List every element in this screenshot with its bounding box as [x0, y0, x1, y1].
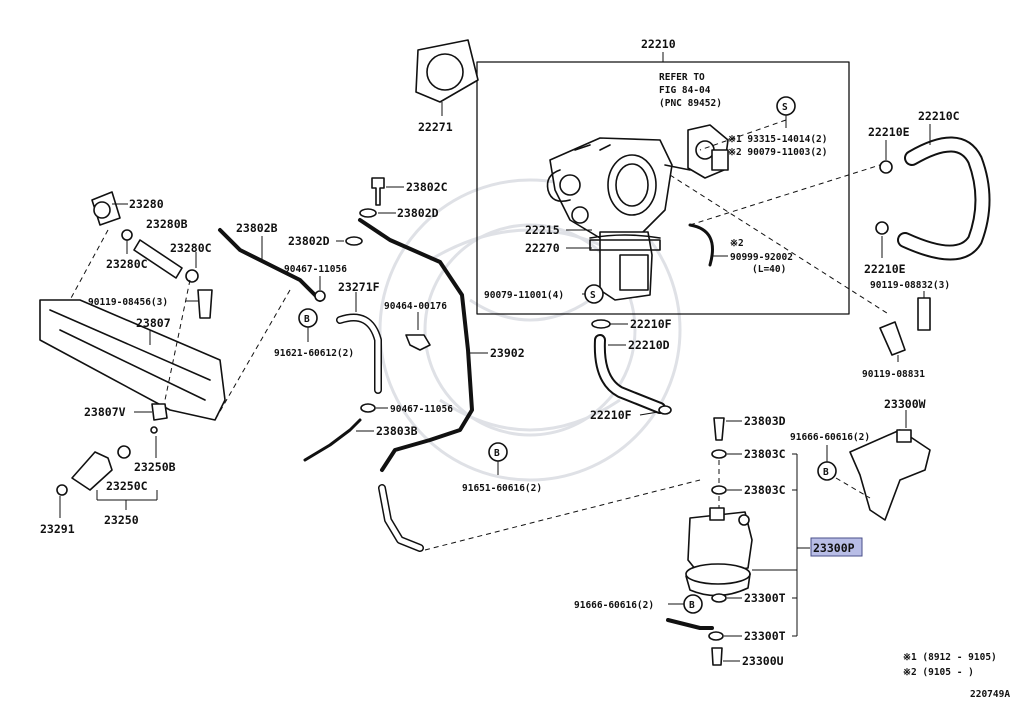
part-23807-label[interactable]: 23807: [136, 316, 171, 330]
hose-22210d-group: 22210F 22210D 22210F: [590, 317, 672, 422]
part-22271-label[interactable]: 22271: [418, 120, 453, 134]
part-22210f-bottom-label[interactable]: 22210F: [590, 408, 632, 422]
s-mark-1: S: [782, 102, 788, 113]
refer-line-3: (PNC 89452): [659, 98, 722, 109]
part-23802c-label[interactable]: 23802C: [406, 180, 448, 194]
part-22210f-top-label[interactable]: 22210F: [630, 317, 672, 331]
tps-screw-alt-label[interactable]: ※2 90079-11003(2): [728, 147, 827, 158]
part-23280b-label[interactable]: 23280B: [146, 217, 188, 231]
union-23803b-drawing: [303, 418, 362, 462]
injector-23250-drawing: [71, 451, 113, 491]
part-23300u-label[interactable]: 23300U: [742, 654, 784, 668]
part-22210e-top-label[interactable]: 22210E: [868, 125, 910, 139]
regulator-23300p-drawing: [687, 511, 753, 576]
part-23300t-bottom-label[interactable]: 23300T: [744, 629, 786, 643]
pipe-23802b-drawing: [218, 228, 322, 302]
footnote-2: ※2 (9105 - ): [903, 667, 974, 678]
part-23300p-highlight[interactable]: [810, 537, 863, 557]
part-23802b-label[interactable]: 23802B: [236, 221, 278, 235]
part-90119-08456-label[interactable]: 90119-08456(3): [88, 297, 168, 308]
gasket-22271-group: 22271: [415, 39, 479, 134]
part-23280c-right-label[interactable]: 23280C: [170, 241, 212, 255]
part-90119-08832-label[interactable]: 90119-08832(3): [870, 280, 950, 291]
part-23902-label[interactable]: 23902: [490, 346, 525, 360]
b-mark-1: B: [304, 314, 310, 325]
watermark-emblem: [378, 178, 682, 482]
part-23803c-bottom-label[interactable]: 23803C: [744, 483, 786, 497]
part-22210d-label[interactable]: 22210D: [628, 338, 670, 352]
part-23300w-label[interactable]: 23300W: [884, 397, 926, 411]
pressure-regulator-group: 23803D 23803C 23803C 23300W B 91666-6061…: [574, 397, 931, 668]
part-23803d-label[interactable]: 23803D: [744, 414, 786, 428]
pipe-23902-drawing: [358, 218, 474, 472]
part-23250-label[interactable]: 23250: [104, 513, 139, 527]
part-23271f-label[interactable]: 23271F: [338, 280, 380, 294]
part-22210e-bottom-label[interactable]: 22210E: [864, 262, 906, 276]
part-90467-11056-top-label[interactable]: 90467-11056: [284, 264, 347, 275]
note-2-marker: ※2: [730, 238, 744, 249]
bracket-23300w-drawing: [849, 429, 931, 521]
part-23803b-label[interactable]: 23803B: [376, 424, 418, 438]
part-91621-60612-label[interactable]: 91621-60612(2): [274, 348, 354, 359]
part-90999-92002-label[interactable]: 90999-92002: [730, 252, 793, 263]
part-23250b-label[interactable]: 23250B: [134, 460, 176, 474]
part-23280c-left-label[interactable]: 23280C: [106, 257, 148, 271]
delivery-pipe-23807-drawing: [39, 299, 226, 421]
part-22215-label[interactable]: 22215: [525, 223, 560, 237]
tps-screw-label[interactable]: ※1 93315-14014(2): [728, 134, 827, 145]
hose-length-label: (L=40): [752, 264, 786, 275]
part-23802d-top-label[interactable]: 23802D: [397, 206, 439, 220]
b-mark-2: B: [494, 448, 500, 459]
part-23803c-top-label[interactable]: 23803C: [744, 447, 786, 461]
hose-22210c-group: 22210C 22210E 22210E 90119-08832(3) 9011…: [862, 109, 991, 380]
footnote-1: ※1 (8912 - 9105): [903, 652, 997, 663]
refer-line-1: REFER TO: [659, 72, 705, 83]
part-91651-60616-label[interactable]: 91651-60616(2): [462, 483, 542, 494]
part-90464-00176-label[interactable]: 90464-00176: [384, 301, 447, 312]
hose-23280b-drawing: [133, 239, 183, 279]
s-mark-2: S: [590, 290, 596, 301]
part-91666-60616-top-label[interactable]: 91666-60616(2): [790, 432, 870, 443]
part-23280-label[interactable]: 23280: [129, 197, 164, 211]
part-23250c-label[interactable]: 23250C: [106, 479, 148, 493]
part-22210-label[interactable]: 22210: [641, 37, 676, 51]
b-mark-4: B: [689, 600, 695, 611]
part-23291-label[interactable]: 23291: [40, 522, 75, 536]
part-23300p-label[interactable]: 23300P: [813, 541, 855, 555]
part-22210c-label[interactable]: 22210C: [918, 109, 960, 123]
refer-line-2: FIG 84-04: [659, 85, 711, 96]
part-91666-60616-bottom-label[interactable]: 91666-60616(2): [574, 600, 654, 611]
part-90079-11001-label[interactable]: 90079-11001(4): [484, 290, 564, 301]
b-mark-3: B: [823, 467, 829, 478]
part-23802d-bottom-label[interactable]: 23802D: [288, 234, 330, 248]
part-23807v-label[interactable]: 23807V: [84, 405, 126, 419]
fuel-pipe-group: 23802B 23802C 23802D 23802D 90467-11056 …: [218, 177, 701, 552]
figure-number: 220749A: [970, 689, 1010, 700]
part-23300t-top-label[interactable]: 23300T: [744, 591, 786, 605]
gasket-22271-drawing: [415, 39, 479, 103]
part-22270-label[interactable]: 22270: [525, 241, 560, 255]
fuel-rail-group: 23280 23280C 23280B 23280C 90119-08456(3…: [39, 191, 291, 536]
throttle-body-group: 22210 REFER TO FIG 84-04 (PNC 89452) S ※…: [476, 37, 891, 316]
part-90467-11056-bottom-label[interactable]: 90467-11056: [390, 404, 453, 415]
part-90119-08831-label[interactable]: 90119-08831: [862, 369, 925, 380]
